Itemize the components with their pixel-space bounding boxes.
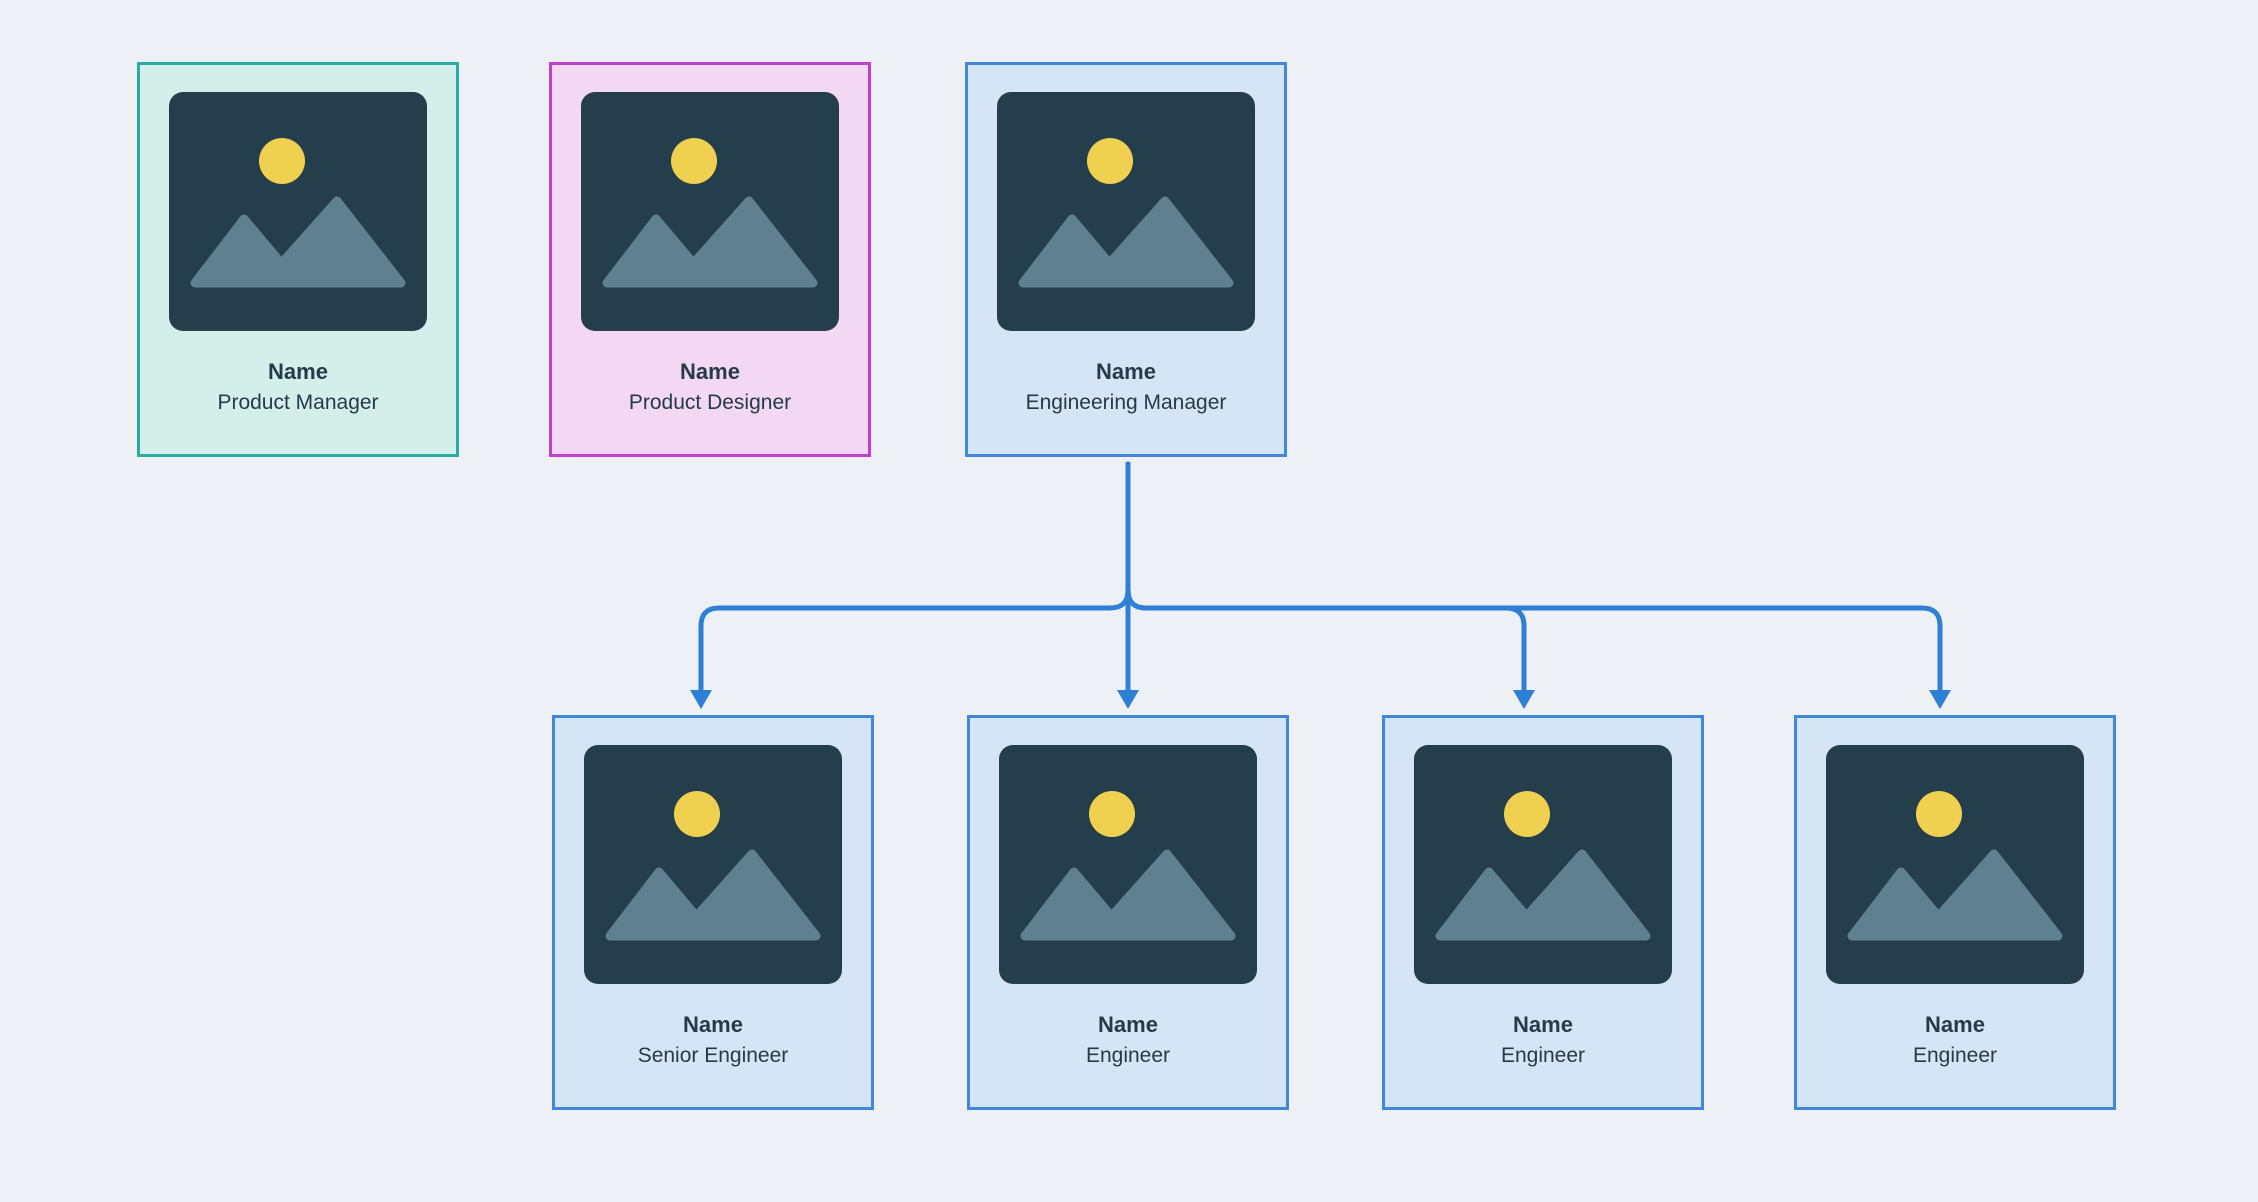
card-name: Name	[680, 359, 740, 384]
card-name: Name	[1925, 1012, 1985, 1037]
card-role: Engineering Manager	[1025, 391, 1227, 414]
card-role: Engineer	[1500, 1044, 1586, 1067]
org-card-senior-engineer[interactable]: Name Senior Engineer	[552, 715, 874, 1110]
card-name: Name	[268, 359, 328, 384]
org-card-engineer-1[interactable]: Name Engineer	[967, 715, 1289, 1110]
connector-edge-engineer-2	[1125, 461, 1527, 694]
image-placeholder-icon	[169, 92, 427, 331]
card-role: Product Manager	[217, 391, 379, 414]
arrowhead-icon	[690, 690, 712, 709]
image-placeholder-icon	[584, 745, 842, 984]
card-role: Senior Engineer	[637, 1044, 789, 1067]
arrowhead-icon	[1513, 690, 1535, 709]
connector-edge-engineer-3	[1125, 461, 1943, 694]
card-name: Name	[683, 1012, 743, 1037]
image-placeholder-icon	[1414, 745, 1672, 984]
org-card-product-designer[interactable]: Name Product Designer	[549, 62, 871, 457]
image-placeholder-icon	[1826, 745, 2084, 984]
image-placeholder-icon	[999, 745, 1257, 984]
card-name: Name	[1513, 1012, 1573, 1037]
card-name: Name	[1096, 359, 1156, 384]
card-role: Engineer	[1912, 1044, 1998, 1067]
org-card-product-manager[interactable]: Name Product Manager	[137, 62, 459, 457]
arrowhead-icon	[1117, 690, 1139, 709]
arrowhead-icon	[1929, 690, 1951, 709]
card-role: Engineer	[1085, 1044, 1171, 1067]
image-placeholder-icon	[581, 92, 839, 331]
org-card-engineer-3[interactable]: Name Engineer	[1794, 715, 2116, 1110]
org-card-engineering-manager[interactable]: Name Engineering Manager	[965, 62, 1287, 457]
org-card-engineer-2[interactable]: Name Engineer	[1382, 715, 1704, 1110]
image-placeholder-icon	[997, 92, 1255, 331]
connector-edge-senior-engineer	[698, 461, 1131, 694]
card-role: Product Designer	[628, 391, 792, 414]
card-name: Name	[1098, 1012, 1158, 1037]
